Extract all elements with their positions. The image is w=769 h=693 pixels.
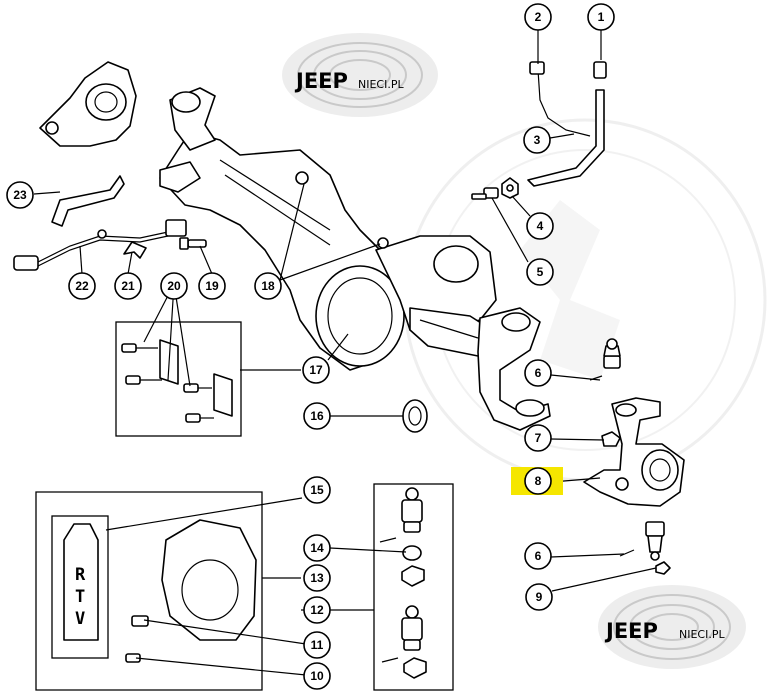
callout-6-lower-label: 6 (535, 549, 542, 563)
callout-13-label: 13 (310, 571, 324, 585)
rtv-letter-v: V (75, 609, 85, 629)
axle-seal-part (402, 399, 428, 433)
fasteners-box (115, 321, 242, 437)
watermark-domain-bottom: NIECI.PL (679, 628, 725, 641)
callout-5-label: 5 (537, 265, 544, 279)
callout-13: 13 (303, 564, 331, 592)
axle-housing-part (159, 87, 497, 371)
callout-5: 5 (526, 258, 554, 286)
lower-ball-joint-part (619, 521, 671, 575)
callout-1-label: 1 (598, 10, 605, 24)
callout-10: 10 (303, 662, 331, 690)
callout-16-label: 16 (310, 409, 324, 423)
callout-14-label: 14 (310, 541, 324, 555)
callout-3: 3 (523, 126, 551, 154)
clip-part (123, 241, 147, 259)
callout-21: 21 (114, 272, 142, 300)
callout-11-label: 11 (311, 638, 324, 652)
callout-12: 12 (303, 596, 331, 624)
callout-12-label: 12 (310, 603, 324, 617)
watermark-brand-bottom: JEEP (604, 619, 658, 643)
callout-22-label: 22 (75, 279, 89, 293)
callout-4-label: 4 (537, 219, 544, 233)
callout-7: 7 (524, 424, 552, 452)
callout-18-label: 18 (261, 279, 275, 293)
callout-20: 20 (160, 272, 188, 300)
breather-part (471, 187, 499, 200)
fingerprint-watermark-top: JEEP NIECI.PL (282, 33, 438, 117)
callout-23: 23 (6, 181, 34, 209)
upper-knuckle-part (39, 61, 137, 147)
callout-19-label: 19 (205, 279, 219, 293)
rtv-letter-r: R (75, 565, 86, 585)
callout-11: 11 (303, 631, 331, 659)
callout-8-label: 8 (535, 474, 542, 488)
callout-17: 17 (302, 356, 330, 384)
callout-14: 14 (303, 534, 331, 562)
callout-2-label: 2 (535, 10, 542, 24)
abs-sensor-part (13, 219, 187, 271)
rtv-letter-t: T (75, 587, 85, 607)
right-yoke-part (477, 307, 551, 431)
callout-22: 22 (68, 272, 96, 300)
upper-ball-joint-part (589, 338, 621, 381)
callout-4: 4 (526, 212, 554, 240)
callout-6-lower: 6 (524, 542, 552, 570)
callout-15-label: 15 (310, 483, 324, 497)
callout-6-upper-label: 6 (535, 366, 542, 380)
vent-hose-part (527, 61, 607, 187)
callout-16: 16 (303, 402, 331, 430)
castle-nut-part (601, 431, 621, 447)
callout-10-label: 10 (310, 669, 324, 683)
callout-1: 1 (587, 3, 615, 31)
callout-17-label: 17 (309, 363, 323, 377)
ball-joint-kit-box (373, 483, 454, 691)
callout-9-label: 9 (536, 590, 543, 604)
callout-20-label: 20 (167, 279, 181, 293)
steering-knuckle-part (583, 397, 685, 507)
cover-box: R T V (35, 491, 263, 691)
callout-7-label: 7 (535, 431, 542, 445)
bracket-part (51, 175, 125, 227)
callout-15: 15 (303, 476, 331, 504)
callout-6-upper: 6 (524, 359, 552, 387)
callout-18: 18 (254, 272, 282, 300)
callout-9: 9 (525, 583, 553, 611)
small-bolt-part (179, 237, 207, 250)
callout-19: 19 (198, 272, 226, 300)
callout-21-label: 21 (121, 279, 135, 293)
callout-2: 2 (524, 3, 552, 31)
callout-23-label: 23 (13, 188, 27, 202)
watermark-brand-top: JEEP (294, 69, 348, 93)
fingerprint-watermark-bottom: JEEP NIECI.PL (598, 585, 746, 669)
watermark-domain-top: NIECI.PL (358, 78, 404, 91)
callout-3-label: 3 (534, 133, 541, 147)
fitting-nut-part (501, 177, 519, 199)
callout-8: 8 (524, 467, 552, 495)
